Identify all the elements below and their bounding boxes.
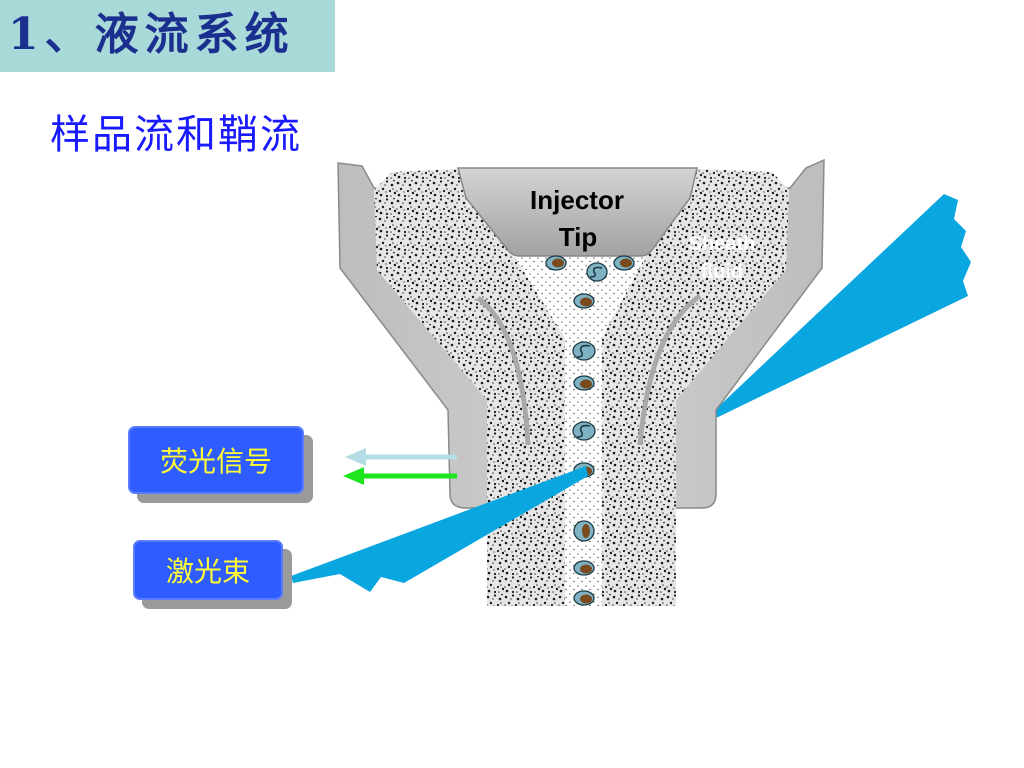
cell [545,255,567,271]
cell [573,375,595,391]
streamline-right [637,293,702,446]
scatter-arrow [345,448,457,466]
streamline-left [476,295,531,446]
sheath-label-line1: Sheath [689,233,756,255]
cell [586,262,608,282]
laser-beam-label: 激光束 [133,540,283,600]
cell [573,560,595,576]
laser-beam-text: 激光束 [165,555,250,588]
cell [573,590,595,606]
injector-tip [457,167,698,257]
cell [573,520,595,542]
slide-subtitle: 样品流和鞘流 [50,112,302,158]
cell [572,341,596,361]
fluorescence-arrow [343,467,457,485]
fluorescence-signal-label: 荧光信号 [128,426,304,494]
slide-title: 1、液流系统 [8,9,295,60]
injector-label-line2: Tip [559,222,598,252]
laser-beam-incoming [700,194,971,424]
laser-beam-scatter [291,466,588,592]
injector-label-line1: Injector [530,185,624,215]
fluorescence-signal-text: 荧光信号 [159,445,272,478]
cell [573,293,595,309]
title-banner: 1、液流系统 [0,0,335,72]
cell [572,421,596,441]
sheath-label-line2: fluid [701,261,743,283]
cell [613,255,635,271]
